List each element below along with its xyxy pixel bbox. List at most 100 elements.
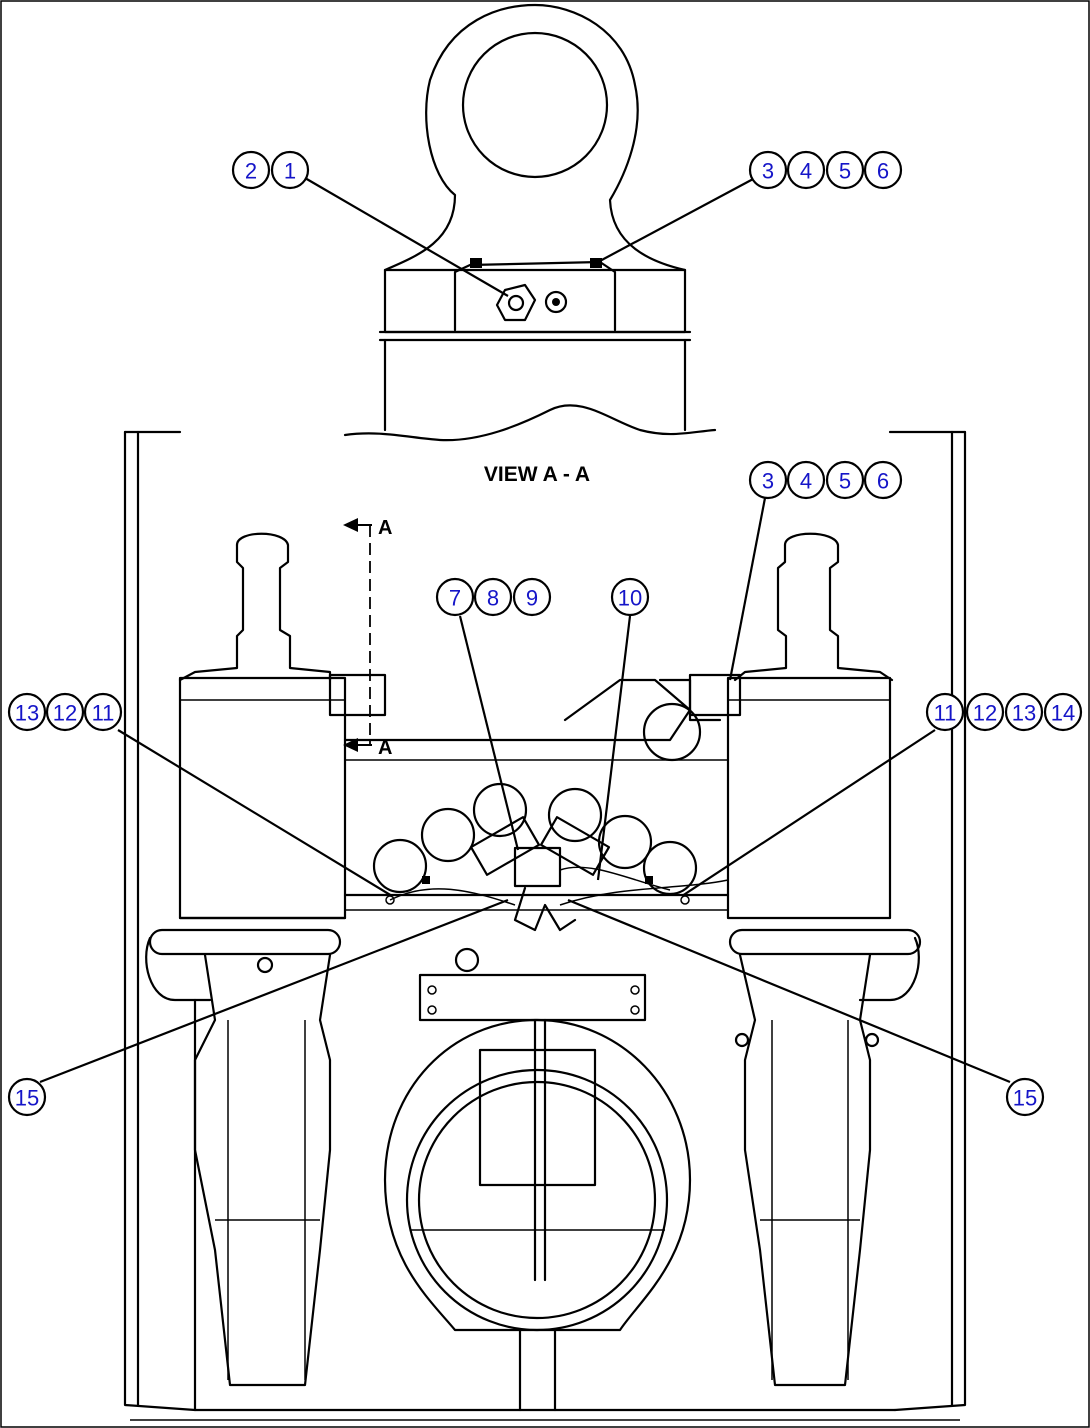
strap-clip-left — [470, 258, 482, 268]
callout-circle — [748, 150, 788, 190]
section-mark-bottom: A — [378, 737, 392, 759]
leader-1 — [304, 177, 509, 297]
callout-number: 4 — [800, 159, 812, 184]
callout-14[interactable]: 14 — [1043, 692, 1083, 732]
bridge-plate — [343, 678, 692, 742]
callout-11b[interactable]: 11 — [925, 692, 965, 732]
callout-number: 13 — [1012, 701, 1036, 726]
callout-number: 5 — [839, 469, 851, 494]
section-mark-top: A — [378, 517, 392, 539]
callout-number: 12 — [973, 701, 997, 726]
callout-number: 14 — [1051, 701, 1075, 726]
callout-circle — [1005, 1077, 1045, 1117]
callout-4b[interactable]: 4 — [786, 460, 826, 500]
body-left-edge — [123, 430, 197, 1412]
callout-number: 5 — [839, 159, 851, 184]
callout-circle — [7, 692, 47, 732]
callout-number: 13 — [15, 701, 39, 726]
body-right-edge — [893, 430, 967, 1412]
valve-block-right — [688, 673, 742, 717]
callout-circle — [435, 577, 475, 617]
left-cylinder-body — [178, 676, 347, 920]
left-flange — [148, 928, 342, 956]
callout-5a[interactable]: 5 — [825, 150, 865, 190]
callout-4a[interactable]: 4 — [786, 150, 826, 190]
callout-circle — [1004, 692, 1044, 732]
callout-12b[interactable]: 12 — [965, 692, 1005, 732]
trunnion-ring-inner — [417, 1080, 657, 1320]
hose-ring-cluster — [372, 782, 698, 896]
callout-number: 8 — [487, 586, 499, 611]
right-lower-leg — [738, 953, 872, 1387]
callout-number: 10 — [618, 586, 642, 611]
callout-circle — [473, 577, 513, 617]
callout-circle — [863, 150, 903, 190]
callout-9[interactable]: 9 — [512, 577, 552, 617]
callout-13a[interactable]: 13 — [7, 692, 47, 732]
mounting-strap — [453, 260, 617, 332]
callout-circle — [825, 460, 865, 500]
callout-circle — [825, 150, 865, 190]
callout-number: 11 — [934, 701, 957, 726]
trunnion-ring-outer — [405, 1068, 669, 1332]
leader-lines — [39, 497, 1011, 1084]
callout-circle — [45, 692, 85, 732]
callout-number: 9 — [526, 586, 538, 611]
callout-5b[interactable]: 5 — [825, 460, 865, 500]
view-title: VIEW A - A — [484, 463, 590, 486]
left-lower-leg — [193, 953, 332, 1387]
plug-fitting — [544, 290, 568, 314]
right-cylinder-rod — [783, 532, 894, 682]
junction-box — [513, 846, 562, 888]
callout-number: 15 — [1013, 1086, 1037, 1111]
callout-number: 2 — [245, 159, 257, 184]
callout-2[interactable]: 2 — [231, 150, 271, 190]
valve-block-left — [328, 673, 387, 717]
callout-number: 7 — [449, 586, 461, 611]
right-cylinder-body — [726, 676, 892, 920]
callout-circle — [1043, 692, 1083, 732]
callout-number: 6 — [877, 469, 889, 494]
callout-circle — [270, 150, 310, 190]
callout-circle — [786, 150, 826, 190]
callout-number: 4 — [800, 469, 812, 494]
callout-15b[interactable]: 15 — [1005, 1077, 1045, 1117]
fitting-hex — [495, 283, 537, 322]
callout-number: 1 — [284, 159, 296, 184]
callout-13b[interactable]: 13 — [1004, 692, 1044, 732]
callout-15a[interactable]: 15 — [7, 1077, 47, 1117]
break-line — [343, 404, 717, 442]
trunnion-housing — [383, 1018, 692, 1332]
callout-number: 3 — [762, 159, 774, 184]
callout-3b[interactable]: 3 — [748, 460, 788, 500]
callout-circle — [748, 460, 788, 500]
callout-8[interactable]: 8 — [473, 577, 513, 617]
callout-6a[interactable]: 6 — [863, 150, 903, 190]
callout-12a[interactable]: 12 — [45, 692, 85, 732]
callout-6b[interactable]: 6 — [863, 460, 903, 500]
callout-circle — [7, 1077, 47, 1117]
callout-circle — [863, 460, 903, 500]
callout-circle — [925, 692, 965, 732]
callout-number: 11 — [92, 701, 115, 726]
leader-3-top — [597, 177, 756, 263]
callout-11a[interactable]: 11 — [83, 692, 123, 732]
center-plate — [418, 973, 647, 1022]
center-rod-block — [478, 1048, 597, 1187]
callout-10[interactable]: 10 — [610, 577, 650, 617]
callout-7[interactable]: 7 — [435, 577, 475, 617]
callout-circle — [786, 460, 826, 500]
left-cylinder-rod — [235, 532, 332, 682]
main-assembly-view: A A — [123, 430, 967, 1421]
callout-3a[interactable]: 3 — [748, 150, 788, 190]
callout-number: 3 — [762, 469, 774, 494]
lifting-eye-hole — [461, 31, 609, 179]
callout-number: 12 — [53, 701, 77, 726]
callout-circle — [83, 692, 123, 732]
callout-1[interactable]: 1 — [270, 150, 310, 190]
callout-circle — [231, 150, 271, 190]
